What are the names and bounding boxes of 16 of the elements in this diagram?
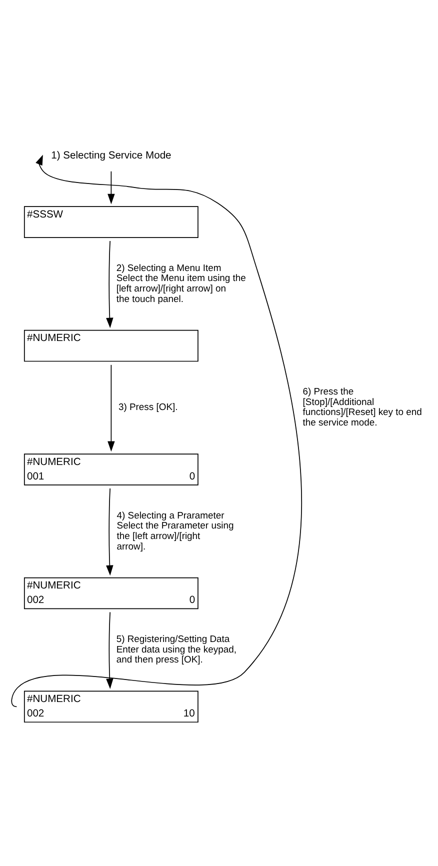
arrow	[106, 612, 114, 690]
edge-label: 4) Selecting a Prarameter Select the Prarameter using the [left arrow]/[right arrow].	[116, 510, 234, 552]
edge-label: 6) Press the [Stop]/[Additional functions]/[Reset] key to end the service mode.	[302, 386, 422, 429]
node-box: #NUMERIC	[24, 330, 198, 362]
edge-label: 5) Registering/Setting Data Enter data using the keypad, and then press [OK].	[116, 634, 236, 666]
arrow	[106, 240, 114, 328]
node-box: #SSSW	[24, 206, 198, 238]
node-text: 1) Selecting Service Mode	[51, 150, 172, 162]
arrow	[108, 170, 115, 204]
node-box: #NUMERIC 001 0	[24, 454, 198, 486]
node-box: #NUMERIC 002 10	[24, 690, 198, 723]
arrow	[108, 364, 115, 452]
edge-label: 3) Press [OK].	[118, 402, 178, 414]
edge-label: 2) Selecting a Menu Item Select the Menu item using the [left arrow]/[right arrow] on the touch panel.	[116, 262, 246, 305]
arrow	[106, 488, 114, 576]
node-box: #NUMERIC 002 0	[24, 577, 198, 610]
